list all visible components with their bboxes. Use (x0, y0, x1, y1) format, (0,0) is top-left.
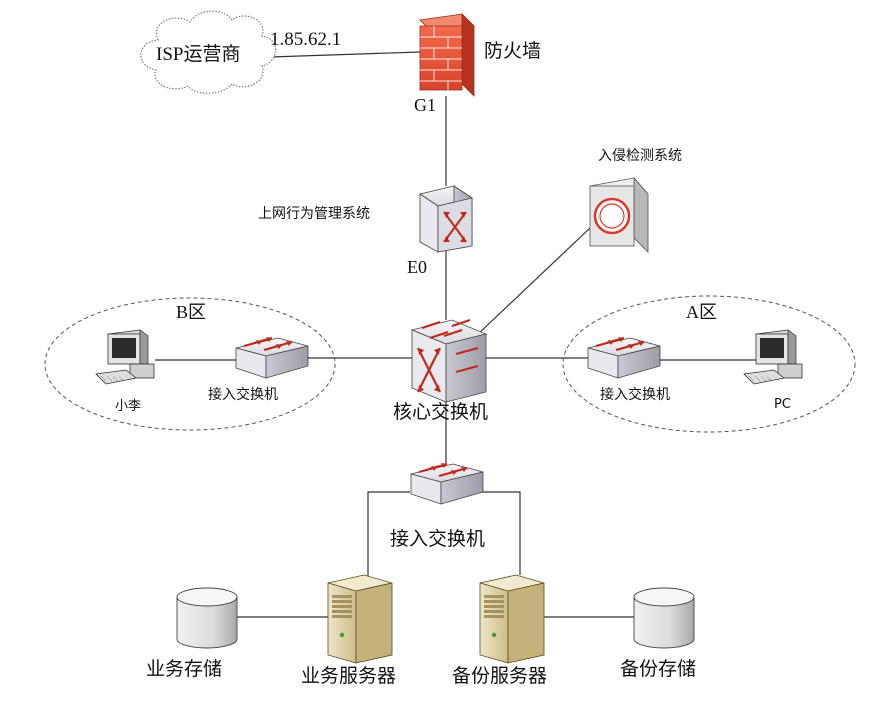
business-server-icon (327, 574, 393, 664)
zone-b-boundary (44, 297, 336, 431)
business-storage-label: 业务存储 (146, 659, 223, 680)
access-switch-a-label: 接入交换机 (600, 387, 670, 403)
access-switch-a-icon (587, 337, 661, 379)
isp-ip-label: 1.85.62.1 (270, 29, 342, 50)
link-isp-firewall (269, 51, 421, 58)
access-switch-b-label: 接入交换机 (208, 387, 278, 403)
backup-server-icon (479, 574, 545, 664)
core-switch-icon (410, 318, 488, 403)
zone-b-label: B区 (176, 302, 207, 322)
firewall-icon (419, 13, 475, 97)
access-switch-bottom-icon (410, 463, 484, 505)
workstation-b-icon (95, 329, 155, 385)
business-server-label: 业务服务器 (301, 666, 397, 687)
isp-label: ISP运营商 (156, 44, 241, 65)
firewall-label: 防火墙 (484, 41, 542, 62)
backup-storage-label: 备份存储 (620, 659, 697, 680)
intrusion-detection-icon (589, 176, 649, 253)
workstation-a-icon (743, 329, 803, 385)
intrusion-detection-label: 入侵检测系统 (598, 148, 682, 164)
backup-storage-icon (633, 587, 695, 649)
zone-a-boundary (562, 295, 856, 433)
behavior-port-label: E0 (407, 257, 427, 277)
access-switch-bottom-label: 接入交换机 (390, 529, 486, 550)
link-core-ids (476, 227, 591, 336)
zone-a-label: A区 (686, 302, 717, 322)
backup-server-label: 备份服务器 (452, 666, 548, 687)
firewall-port-label: G1 (414, 95, 436, 115)
behavior-management-icon (419, 185, 473, 253)
link-access-bak-server (482, 491, 521, 575)
core-switch-label: 核心交换机 (393, 402, 489, 423)
connection-lines (155, 51, 760, 618)
behavior-management-label: 上网行为管理系统 (258, 206, 370, 222)
business-storage-icon (176, 587, 238, 649)
workstation-b-label: 小李 (115, 399, 142, 414)
isp-cloud-icon (140, 10, 277, 94)
access-switch-b-icon (235, 337, 309, 379)
workstation-a-label: PC (774, 397, 791, 412)
link-access-biz-server (367, 491, 410, 580)
